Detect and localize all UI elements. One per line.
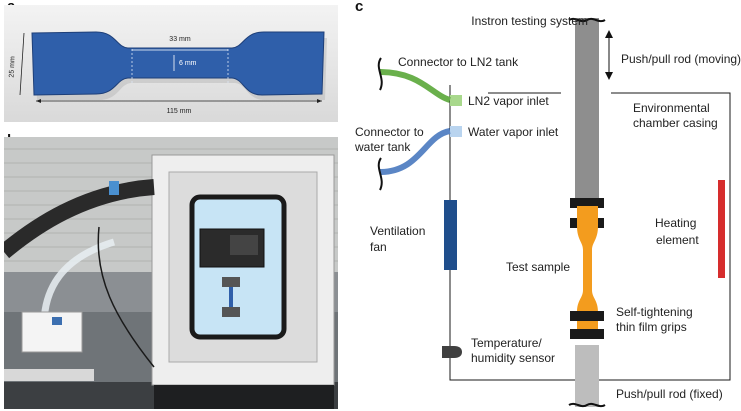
label-water-inlet: Water vapor inlet [468,125,559,139]
chamber-casing-outline [449,85,731,381]
ventilation-fan [444,200,457,270]
motion-arrowhead-down [605,72,613,80]
motion-arrowhead-up [605,30,613,38]
label-chamber-2: chamber casing [633,116,718,130]
label-instron: Instron testing system [471,14,588,28]
total-length-arrowhead-left [36,99,41,103]
water-inlet-port [450,126,462,137]
total-length-arrowhead-right [317,99,322,103]
label-connector-water-1: Connector to [355,125,424,139]
panel-label-c: c [355,0,364,15]
label-chamber-1: Environmental [633,101,710,115]
upper-grip-top [570,198,604,208]
rod-break-top [568,17,606,23]
heating-element [718,180,725,278]
humidifier-knob [52,317,62,325]
setup-photo [4,137,338,409]
water-pipe [379,128,451,175]
controller-screen [230,235,258,255]
label-grips-2: thin film grips [616,320,687,334]
bench-tray [4,369,94,381]
label-fan-2: fan [370,240,387,254]
ln2-pipe-break [377,57,383,91]
label-heating-2: element [656,233,699,247]
grip-width-label: 25 mm [8,56,16,78]
total-length-label: 115 mm [167,108,192,115]
label-rod-moving: Push/pull rod (moving) [621,52,741,66]
label-grips-1: Self-tightening [616,305,693,319]
gauge-width-label: 6 mm [179,60,197,67]
label-connector-water-2: water tank [354,140,411,154]
label-sensor-2: humidity sensor [471,351,555,365]
label-sensor-1: Temperature/ [471,336,542,350]
label-connector-ln2: Connector to LN2 tank [398,55,519,69]
rod-break-bottom [568,402,606,408]
lower-grip-bottom [570,329,604,339]
push-pull-rod-moving [575,18,599,198]
ln2-inlet-port [450,95,462,106]
grip-upper [222,277,240,287]
label-rod-fixed: Push/pull rod (fixed) [616,387,723,401]
label-fan-1: Ventilation [370,224,425,238]
grip-lower [222,307,240,317]
lower-grip-top [570,311,604,321]
instron-base [154,385,334,409]
specimen-in-grips [229,287,233,307]
schematic-diagram: Instron testing system Push/pull rod (mo… [354,14,741,408]
ln2-pipe [379,69,452,103]
test-sample [577,206,598,332]
setup-photo-drawing [4,137,338,409]
water-pipe-break [377,157,383,191]
gauge-length-label: 33 mm [169,36,191,43]
label-test-sample: Test sample [506,260,570,274]
label-ln2-inlet: LN2 vapor inlet [468,94,549,108]
label-heating-1: Heating [655,216,696,230]
specimen-photo: 33 mm 6 mm 25 mm 115 mm [4,5,338,122]
dogbone-specimen [31,31,325,96]
specimen-photo-drawing: 33 mm 6 mm 25 mm 115 mm [4,5,338,122]
insulated-hose [4,179,155,259]
hose-tape [109,181,119,195]
push-pull-rod-fixed [575,345,599,407]
grip-width-arrow [19,32,25,96]
sensor-cable [97,226,155,368]
temperature-humidity-sensor [442,346,462,358]
